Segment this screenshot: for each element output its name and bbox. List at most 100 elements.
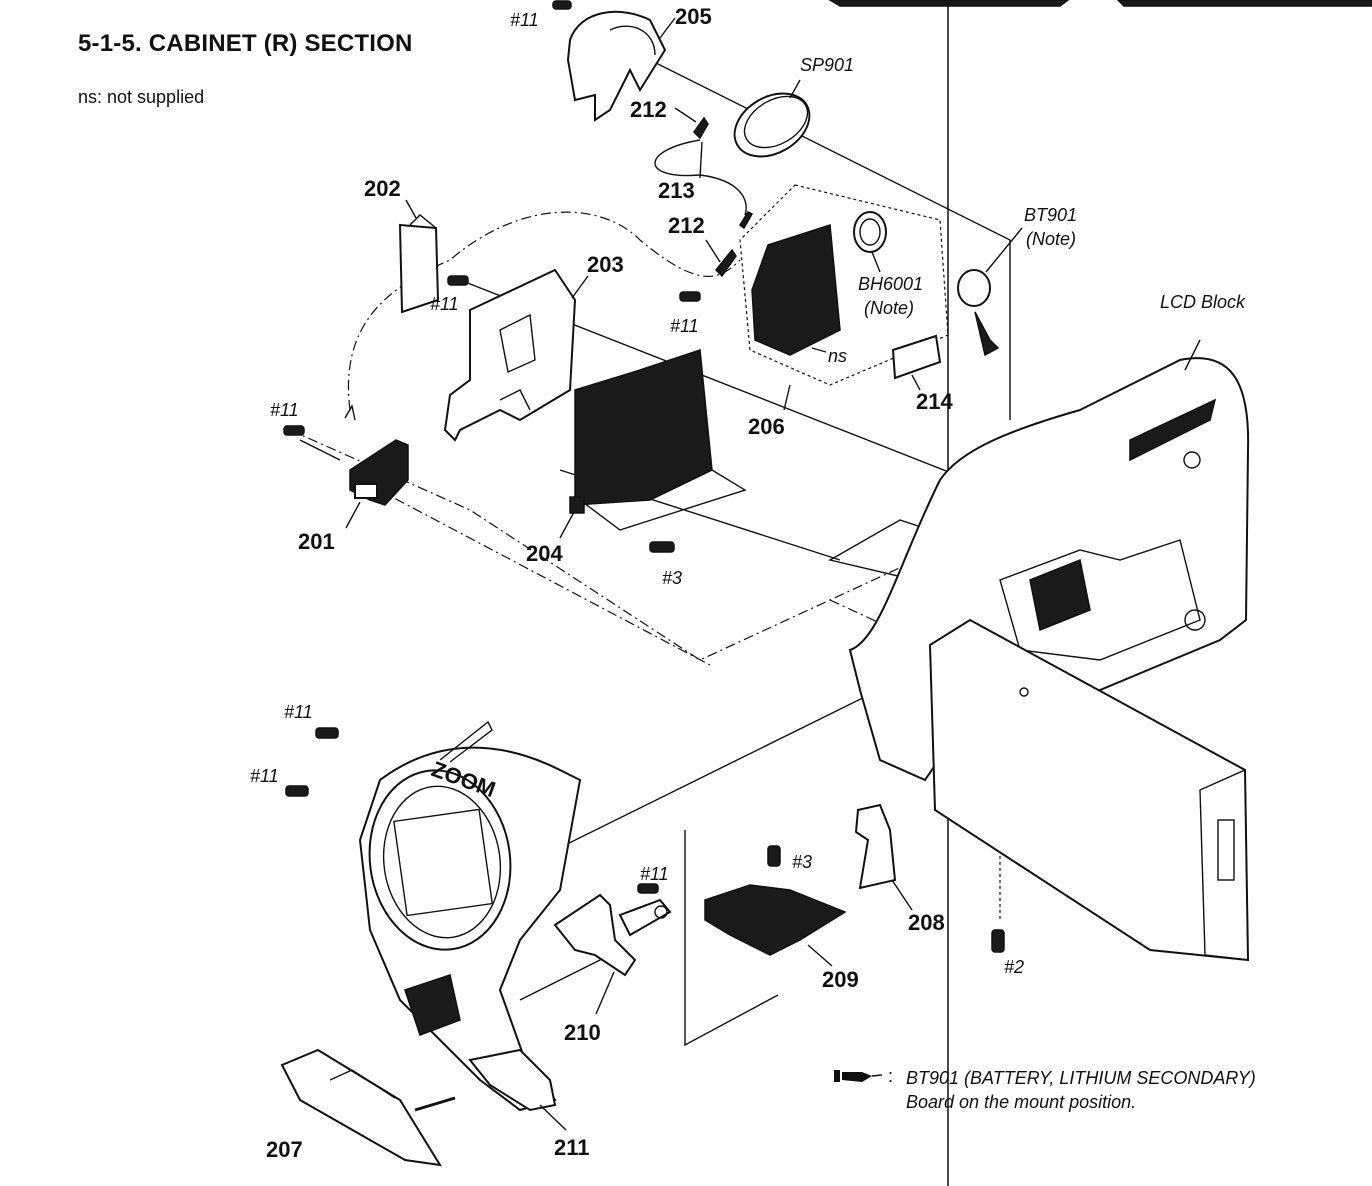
- label-screw-11-cabinet-a: #11: [284, 702, 313, 722]
- label-screw-11-206: #11: [670, 316, 699, 336]
- footnote-text: BT901 (BATTERY, LITHIUM SECONDARY) Board…: [906, 1066, 1256, 1114]
- part-205-detail: [609, 25, 656, 56]
- part-210-bracket: [553, 893, 637, 977]
- screw-icon: [552, 0, 572, 10]
- label-part-214: 214: [916, 389, 953, 414]
- footnote-line-2: Board on the mount position.: [906, 1092, 1137, 1112]
- part-214-sheet: [891, 334, 942, 380]
- leader-203: [571, 275, 589, 299]
- part-204-connector: [569, 496, 585, 514]
- label-screw-2: #2: [1004, 957, 1024, 977]
- lens-ring-inner: [382, 785, 502, 939]
- screw-icon: [679, 291, 701, 302]
- leader-209: [807, 944, 833, 967]
- legend-not-supplied: ns: not supplied: [78, 87, 205, 107]
- label-part-210: 210: [564, 1020, 601, 1045]
- leader-sp901: [789, 79, 801, 99]
- footnote-line-1: BT901 (BATTERY, LITHIUM SECONDARY): [906, 1068, 1256, 1088]
- bt901-arrow-mark: [974, 311, 1000, 357]
- label-screw-3-209: #3: [792, 852, 812, 872]
- screw-icon: [315, 727, 339, 739]
- label-screw-11-203: #11: [430, 294, 459, 314]
- lcd-block-interior: [999, 539, 1201, 661]
- part-212-clip-mid: [714, 248, 737, 278]
- guide-line-loop: [348, 211, 741, 411]
- leader-206: [783, 384, 791, 411]
- label-part-212-top: 212: [630, 97, 667, 122]
- cutoff-part-top-right: [1116, 0, 1372, 7]
- part-bh6001-inner: [859, 218, 881, 246]
- part-bh6001-holder: [853, 211, 887, 253]
- leader-201: [345, 501, 361, 529]
- label-screw-3-204: #3: [662, 568, 682, 588]
- label-bt901: BT901: [1024, 205, 1077, 225]
- leader-lines: [345, 17, 1201, 1131]
- label-part-208: 208: [908, 910, 945, 935]
- leader-208: [891, 879, 913, 911]
- label-bh6001-note: (Note): [864, 298, 914, 318]
- screw-icon: [447, 275, 469, 286]
- part-front-cabinet-strap: [439, 720, 493, 763]
- lcd-block-logo: [1129, 398, 1217, 462]
- label-part-201: 201: [298, 529, 335, 554]
- label-part-207: 207: [266, 1137, 303, 1162]
- leader-210: [595, 971, 615, 1015]
- part-208-sheet: [854, 803, 897, 890]
- screw-icon: [991, 929, 1005, 953]
- part-210-arm: [618, 898, 672, 937]
- leader-213: [699, 141, 703, 179]
- part-204-shadow: [579, 469, 747, 531]
- label-screw-11-201: #11: [270, 400, 299, 420]
- guide-bracket-209: [684, 830, 779, 1047]
- bt901-mount-mark-icon: [834, 1070, 883, 1082]
- part-203-frame: [443, 268, 577, 442]
- label-part-202: 202: [364, 176, 401, 201]
- label-part-211: 211: [554, 1135, 590, 1160]
- part-212-clip-top: [693, 116, 709, 140]
- part-202-tape: [398, 223, 440, 314]
- part-sp901-speaker: [733, 92, 811, 158]
- leader-204: [559, 511, 575, 539]
- part-204-board: [574, 348, 713, 506]
- part-bt901-battery: [957, 269, 991, 307]
- footnote-colon: :: [888, 1066, 894, 1086]
- part-211-strap: [468, 1048, 557, 1112]
- leader-214: [911, 374, 921, 391]
- label-part-205: 205: [675, 4, 712, 29]
- part-207-detail: [329, 1069, 396, 1099]
- part-210-hole: [654, 905, 668, 919]
- part-207-cover: [280, 1048, 442, 1167]
- label-sp901: SP901: [800, 55, 854, 75]
- label-lcd-block: LCD Block: [1160, 292, 1246, 312]
- part-206-outline: [739, 184, 949, 386]
- lcd-panel-edge: [1199, 768, 1249, 961]
- guide-line-213: [654, 139, 747, 216]
- leader-bt901: [985, 227, 1023, 273]
- lcd-panel-slot: [1217, 819, 1235, 881]
- label-bt901-note: (Note): [1026, 229, 1076, 249]
- part-201-clip: [344, 404, 356, 421]
- part-203-cutout: [499, 313, 536, 373]
- leader-212b: [705, 239, 721, 263]
- leader-211: [539, 1104, 567, 1131]
- label-part-213: 213: [658, 178, 695, 203]
- leader-205: [659, 17, 676, 39]
- screw-icon: [767, 845, 781, 867]
- part-213-clip: [739, 211, 754, 230]
- label-part-203: 203: [587, 252, 624, 277]
- lens-ring-outer: [368, 769, 512, 951]
- label-part-206: 206: [748, 414, 785, 439]
- lens-glass: [393, 808, 494, 917]
- label-part-212-mid: 212: [668, 213, 705, 238]
- part-206-board: [751, 223, 841, 356]
- cutoff-part-top-left: [828, 0, 1070, 7]
- lcd-block-hole: [1183, 451, 1201, 469]
- screw-icon: [649, 541, 675, 553]
- part-sp901-rim: [743, 95, 809, 149]
- part-201-tab: [354, 483, 378, 499]
- leader-212a: [674, 107, 697, 123]
- screw-icon: [285, 785, 309, 797]
- label-part-209: 209: [822, 967, 859, 992]
- screw-icon: [283, 425, 305, 436]
